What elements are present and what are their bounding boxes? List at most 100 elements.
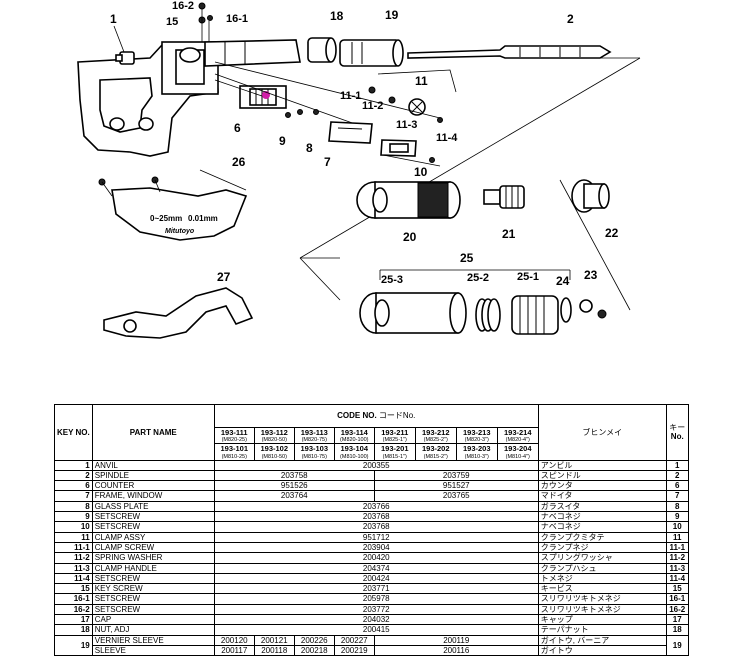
code-cell: 200227 (333, 634, 375, 646)
code-cell: 951526 (213, 480, 375, 492)
key2-cell: 15 (665, 583, 689, 595)
key-cell: 16-1 (54, 593, 93, 605)
code-cell: 203766 (213, 500, 539, 513)
key-cell: 2 (54, 469, 93, 482)
label-25-3: 25-3 (381, 274, 403, 286)
code-cell: 204374 (213, 562, 539, 574)
label-23: 23 (584, 268, 598, 282)
wrench-26-part: 0~25mm 0.01mm Mitutoyo (98, 169, 248, 241)
setscrew-10 (382, 154, 441, 167)
model-code: 193-113(M820-75) (293, 426, 335, 445)
part-name-cell: CLAMP HANDLE (91, 562, 215, 574)
label-11-3: 11-3 (396, 119, 417, 131)
counter-part (214, 73, 373, 131)
part-name-cell: SETSCREW (91, 603, 215, 616)
code-cell: 203768 (213, 511, 539, 523)
key-cell: 1 (54, 459, 93, 471)
part-name-cell: KEY SCREW (91, 583, 215, 595)
part-name-cell: SLEEVE (91, 644, 215, 657)
code-cell: 200226 (293, 634, 335, 646)
thimble-part (356, 181, 461, 219)
key2-cell: 2 (665, 469, 689, 482)
frame-brand: Mitutoyo (165, 228, 195, 235)
jp-name-cell: スリワリツキトメネジ (537, 603, 667, 616)
label-19: 19 (385, 8, 399, 22)
code-cell: 200415 (213, 624, 539, 636)
model-code: 193-104(M810-100) (333, 443, 375, 461)
label-1: 1 (110, 12, 117, 26)
anvil-part (115, 51, 135, 65)
key2-cell: 19 (665, 634, 689, 657)
label-11: 11 (415, 74, 428, 88)
key2-cell: 11-4 (665, 572, 689, 585)
jp-name-cell: クランプネジ (537, 541, 667, 554)
key2-cell: 11 (665, 531, 689, 543)
setscrews-9 (285, 109, 319, 118)
spanner-27-part (103, 287, 254, 339)
label-11-2: 11-2 (362, 100, 383, 112)
code-cell: 203772 (213, 603, 539, 616)
part-name-cell: VERNIER SLEEVE (91, 634, 215, 646)
label-16-1: 16-1 (226, 13, 248, 25)
model-code: 193-213(M820-3") (455, 426, 498, 445)
label-20: 20 (403, 230, 417, 244)
part-name-cell: SETSCREW (91, 572, 215, 585)
spring-part (475, 298, 501, 332)
label-2: 2 (567, 12, 574, 26)
jp-name-cell: ナベコネジ (537, 511, 667, 523)
part-name-cell: SETSCREW (91, 593, 215, 605)
key2-cell: 10 (665, 521, 689, 533)
frame-marking: 0~25mm (150, 214, 182, 223)
code-cell: 203758 (213, 469, 375, 482)
key-cell: 6 (54, 480, 93, 492)
key-cell: 19 (54, 634, 93, 657)
jp-name-cell: ガイトウ, バーニア (537, 634, 667, 646)
key2-cell: 6 (665, 480, 689, 492)
key-cell: 10 (54, 521, 93, 533)
label-6: 6 (234, 121, 241, 135)
label-15: 15 (166, 16, 178, 28)
jp-name-cell: スリワリツキトメネジ (537, 593, 667, 605)
key-cell: 8 (54, 500, 93, 513)
code-cell: 200116 (373, 644, 539, 657)
code-cell: 200119 (373, 634, 539, 646)
key-cell: 16-2 (54, 603, 93, 616)
sleeve-barrel (204, 39, 301, 67)
code-cell: 200420 (213, 552, 539, 564)
part-name-cell: SETSCREW (91, 521, 215, 533)
key2-cell: 1 (665, 459, 689, 471)
label-25-1: 25-1 (517, 271, 539, 283)
frame-window-part (380, 139, 417, 157)
part-name-cell: NUT, ADJ (91, 624, 215, 636)
model-code: 193-203(M810-3") (455, 443, 498, 461)
model-code: 193-102(M810-50) (253, 443, 295, 461)
key2-cell: 11-3 (665, 562, 689, 574)
part-name-cell: ANVIL (91, 459, 215, 471)
nut-adj-part (307, 37, 337, 63)
parts-list-table: KEY NO. PART NAME CODE NO. コードNo. ブヒンメイ … (54, 404, 689, 657)
key-cell: 11 (54, 531, 93, 543)
spindle-part (407, 45, 612, 59)
label-27: 27 (217, 270, 231, 284)
part-name-cell: CAP (91, 614, 215, 626)
model-code: 193-111(M820-25) (213, 426, 255, 445)
glass-plate-part (328, 121, 373, 144)
model-code: 193-211(M825-1") (373, 426, 416, 445)
header-part-name: PART NAME (91, 404, 215, 461)
jp-name-cell: スピンドル (537, 469, 667, 482)
cap-22-part (571, 179, 610, 213)
key-cell: 7 (54, 490, 93, 502)
header-hinmei: ブヒンメイ (537, 404, 667, 461)
model-code: 193-201(M815-1") (373, 443, 416, 461)
